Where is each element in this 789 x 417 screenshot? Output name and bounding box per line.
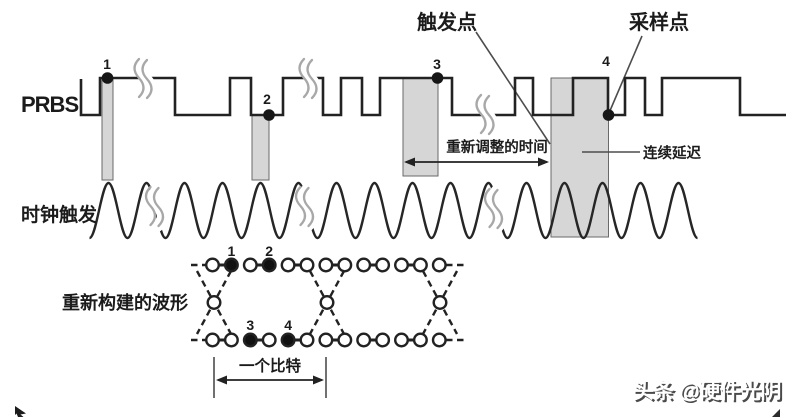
clock-trigger-label: 时钟触发	[21, 203, 98, 226]
eye-circle	[242, 257, 258, 273]
prbs-waveform	[79, 76, 786, 117]
readjusted-time-arrow	[404, 157, 549, 167]
clock-waveform	[88, 181, 699, 240]
eye-circle	[375, 332, 391, 348]
break-mark-icon	[298, 54, 322, 104]
prbs-marker-3: 3	[433, 56, 441, 72]
continuous-delay-label: 连续延迟	[643, 144, 701, 162]
eye-circle	[223, 332, 239, 348]
eye-circle	[204, 257, 220, 273]
one-bit-measure: 一个比特	[213, 356, 327, 398]
eye-marker-1: 1	[228, 243, 236, 259]
eye-circle	[431, 332, 447, 348]
eye-circle	[318, 257, 334, 273]
eye-circle	[299, 332, 315, 348]
continuous-delay-band	[550, 77, 609, 238]
eye-circle	[375, 257, 391, 273]
arrowhead-right-icon	[313, 375, 324, 385]
eye-crossing-circle	[206, 295, 222, 311]
mouse-cursor-icon	[15, 406, 26, 417]
eye-circle	[261, 332, 277, 348]
eye-circle	[337, 332, 353, 348]
eye-diagram-circles	[191, 257, 468, 348]
sample-band-2	[251, 114, 270, 181]
sample-dot-2	[263, 109, 275, 121]
eye-circle	[337, 257, 353, 273]
sample-dot-3	[431, 72, 444, 84]
sample-dot-4	[602, 109, 615, 121]
break-mark-icon	[475, 90, 499, 140]
eye-circle	[394, 332, 410, 348]
eye-circle	[412, 332, 428, 348]
eye-crossing-circle	[319, 295, 335, 311]
eye-sample-dot	[261, 257, 277, 273]
eye-circle	[431, 257, 447, 273]
eye-circle	[412, 257, 428, 273]
eye-circle	[299, 257, 315, 273]
arrowhead-left-icon	[404, 157, 415, 167]
eye-sample-dot	[223, 257, 239, 273]
eye-circle	[204, 332, 220, 348]
eye-circle	[318, 332, 334, 348]
watermark: 头条 @硬件光阴 头条 @硬件光阴	[633, 379, 784, 405]
sampling-pointer-line	[608, 35, 643, 114]
watermark-shadow-text: 头条 @硬件光阴	[635, 381, 783, 405]
break-mark-icon	[483, 184, 507, 234]
eye-sample-dot	[242, 332, 258, 348]
eye-sample-dot	[280, 332, 296, 348]
readjusted-time-label: 重新调整的时间	[446, 138, 548, 156]
trigger-pointer-line	[475, 31, 551, 145]
prbs-label: PRBS	[21, 92, 78, 117]
reconstructed-waveform-label: 重新构建的波形	[62, 292, 188, 313]
sample-band-1	[101, 78, 114, 181]
corner-cursor-fragment	[772, 409, 780, 417]
eye-marker-4: 4	[284, 317, 292, 333]
prbs-marker-1: 1	[103, 56, 111, 72]
eye-circle	[394, 257, 410, 273]
sample-dot-1	[101, 72, 114, 84]
eye-circle	[356, 332, 372, 348]
shaded-bands	[101, 77, 609, 238]
prbs-marker-2: 2	[263, 91, 271, 107]
break-mark-icon	[133, 54, 157, 104]
eye-marker-2: 2	[265, 243, 273, 259]
break-marks	[133, 54, 507, 234]
prbs-marker-4: 4	[602, 53, 610, 69]
break-mark-icon	[144, 182, 168, 232]
eye-circle	[356, 257, 372, 273]
prbs-sample-dots	[101, 72, 615, 121]
arrowhead-left-icon	[216, 375, 227, 385]
break-mark-icon	[294, 182, 318, 232]
watermark-text: 头条 @硬件光阴	[633, 379, 781, 403]
eye-crossing-circle	[432, 295, 448, 311]
eye-marker-3: 3	[246, 317, 254, 333]
one-bit-label: 一个比特	[239, 356, 302, 375]
trigger-point-label: 触发点	[417, 10, 477, 34]
arrowhead-right-icon	[538, 157, 549, 167]
sampling-point-label: 采样点	[629, 10, 689, 34]
eye-circle	[280, 257, 296, 273]
sample-band-3	[402, 77, 439, 177]
